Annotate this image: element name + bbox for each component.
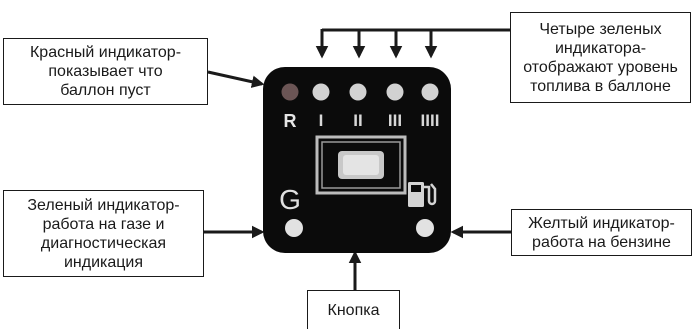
green-indicator-3 — [386, 83, 404, 101]
red-indicator-callout: Красный индикатор- показывает что баллон… — [3, 38, 208, 105]
callout-line: топлива в баллоне — [530, 77, 671, 95]
callout-line: индикация — [63, 253, 144, 271]
green-indicator-1 — [312, 83, 330, 101]
callout-line: Зеленый индикатор- — [27, 196, 180, 214]
green-indicators-arrows — [315, 28, 510, 59]
yellow-petrol-indicator — [416, 219, 434, 237]
level-mark-2: II — [353, 111, 362, 130]
callout-line: работа на бензине — [532, 233, 671, 251]
callout-line: показывает что — [48, 63, 163, 80]
green-indicator-4 — [421, 83, 439, 101]
callout-line: Четыре зеленых — [539, 20, 662, 38]
green-gas-indicator — [285, 219, 303, 237]
callout-line: Желтый индикатор- — [528, 214, 675, 232]
level-mark-1: I — [319, 111, 324, 130]
callout-line: отображают уровень — [523, 58, 678, 76]
level-mark-4: IIII — [421, 111, 440, 130]
red-indicator-arrow — [207, 70, 265, 88]
callout-line: Кнопка — [327, 301, 380, 319]
yellow-indicator-callout: Желтый индикатор- работа на бензине — [511, 209, 692, 256]
callout-line: баллон пуст — [60, 82, 151, 99]
green-indicator-2 — [349, 83, 367, 101]
callout-line: диагностическая — [40, 234, 167, 252]
fuel-pump-icon — [408, 182, 437, 207]
button-icon[interactable] — [315, 135, 407, 195]
red-indicator — [281, 83, 299, 101]
green-indicators-callout: Четыре зеленых индикатора- отображают ур… — [510, 12, 691, 103]
level-mark-3: III — [388, 111, 402, 130]
red-indicator-label: R — [284, 111, 297, 131]
callout-line: Красный индикатор- — [29, 44, 182, 61]
green-gas-indicator-callout: Зеленый индикатор- работа на газе и диаг… — [3, 190, 204, 277]
callout-line: работа на газе и — [42, 215, 165, 233]
button-callout: Кнопка — [307, 290, 400, 329]
callout-line: индикатора- — [554, 39, 647, 57]
gas-label: G — [279, 184, 301, 215]
